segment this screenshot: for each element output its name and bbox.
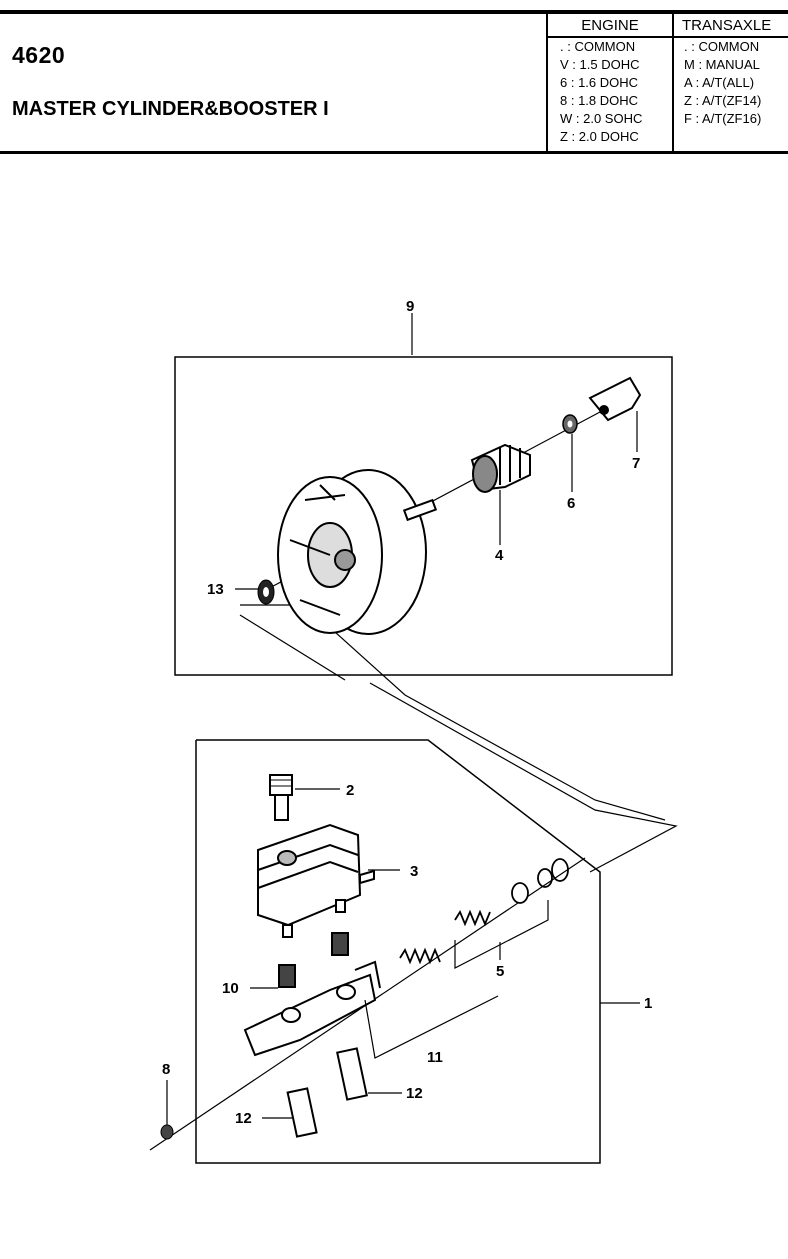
nut-8 xyxy=(160,1124,174,1140)
clevis-7 xyxy=(588,376,642,422)
engine-row: . : COMMON xyxy=(560,39,636,54)
engine-row: W : 2.0 SOHC xyxy=(560,111,643,126)
engine-row: 8 : 1.8 DOHC xyxy=(560,93,639,108)
brake-booster xyxy=(277,469,438,635)
nut-6 xyxy=(562,414,578,434)
callout-4: 4 xyxy=(495,547,504,564)
transaxle-row: F : A/T(ZF16) xyxy=(684,111,762,126)
transaxle-row: M : MANUAL xyxy=(684,57,760,72)
diagram-code: 4620 xyxy=(12,42,66,68)
callout-12: 12 xyxy=(406,1085,423,1102)
callout-2: 2 xyxy=(346,782,354,799)
header-bottom-rule xyxy=(0,151,788,154)
transaxle-row: . : COMMON xyxy=(684,39,760,54)
callout-7: 7 xyxy=(632,455,640,472)
callout-13: 13 xyxy=(207,581,224,598)
reservoir-3 xyxy=(257,823,375,938)
diagram-title: MASTER CYLINDER&BOOSTER I xyxy=(12,98,329,120)
valves-12 xyxy=(286,1047,368,1138)
callout-1: 1 xyxy=(644,995,652,1012)
header-top-rule xyxy=(0,10,788,14)
master-cylinder-body xyxy=(243,960,381,1057)
transaxle-row: Z : A/T(ZF14) xyxy=(684,93,762,108)
piston-springs-5 xyxy=(399,858,569,965)
leader-lines xyxy=(166,313,640,1125)
callout-12: 12 xyxy=(235,1110,252,1127)
callout-3: 3 xyxy=(410,863,418,880)
master-cylinder-group-box xyxy=(195,739,601,1164)
boot-4 xyxy=(470,443,531,493)
engine-row: Z : 2.0 DOHC xyxy=(560,129,639,144)
grommets-10 xyxy=(278,932,349,988)
callout-9: 9 xyxy=(406,298,414,315)
transaxle-row: A : A/T(ALL) xyxy=(684,75,755,90)
callout-brackets xyxy=(364,900,549,1059)
callout-10: 10 xyxy=(222,980,239,997)
transaxle-legend-table: TRANSAXLE . : COMMON M : MANUAL A : A/T(… xyxy=(672,14,788,151)
engine-row: 6 : 1.6 DOHC xyxy=(560,75,639,90)
callout-6: 6 xyxy=(567,495,575,512)
reservoir-cap-2 xyxy=(269,774,293,821)
connection-guides xyxy=(239,604,678,873)
transaxle-heading: TRANSAXLE xyxy=(674,14,788,38)
callout-8: 8 xyxy=(162,1061,170,1078)
callout-5: 5 xyxy=(496,963,504,980)
engine-heading: ENGINE xyxy=(548,14,672,38)
callout-11: 11 xyxy=(427,1049,443,1066)
engine-legend-table: ENGINE . : COMMON V : 1.5 DOHC 6 : 1.6 D… xyxy=(546,14,672,151)
engine-row: V : 1.5 DOHC xyxy=(560,57,640,72)
seal-13 xyxy=(257,579,275,605)
booster-group-box xyxy=(174,356,673,676)
